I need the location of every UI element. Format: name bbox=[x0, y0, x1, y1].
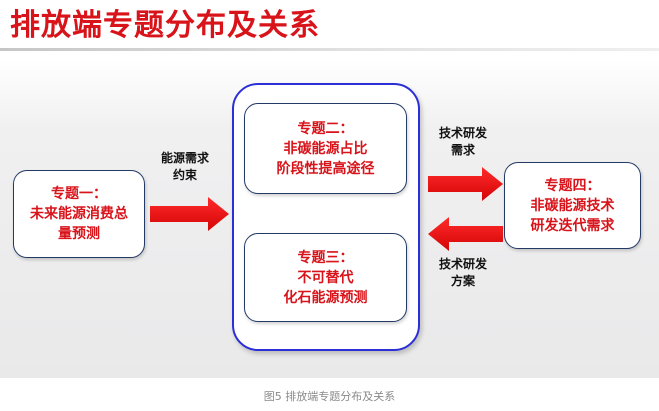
figure-caption: 图5 排放端专题分布及关系 bbox=[263, 390, 396, 403]
topic-2-box: 专题二： 非碳能源占比 阶段性提高途径 bbox=[244, 103, 407, 194]
label-tech-rd-plan-line-1: 技术研发 bbox=[438, 257, 487, 271]
topic-4-box: 专题四： 非碳能源技术 研发迭代需求 bbox=[504, 162, 641, 249]
label-energy-demand-constraint: 能源需求 约束 bbox=[150, 150, 220, 184]
topic-2-heading: 专题二： bbox=[297, 120, 354, 137]
topic-4-text-line-2: 研发迭代需求 bbox=[530, 217, 615, 234]
topic-3-heading: 专题三： bbox=[297, 249, 354, 266]
topic-3-text-line-2: 化石能源预测 bbox=[283, 289, 368, 306]
topic-1-text-line-2: 量预测 bbox=[58, 226, 100, 242]
arrow-right-top bbox=[428, 167, 503, 201]
arrow-right-left bbox=[150, 197, 229, 231]
topic-2-text-line-2: 阶段性提高途径 bbox=[276, 160, 375, 177]
topic-3-box: 专题三： 不可替代 化石能源预测 bbox=[244, 233, 407, 322]
topic-4-heading: 专题四： bbox=[544, 177, 601, 194]
arrow-left-bottom bbox=[428, 217, 503, 251]
title-divider bbox=[0, 48, 659, 51]
slide-title: 排放端专题分布及关系 bbox=[10, 8, 320, 43]
label-tech-rd-demand-line-2: 需求 bbox=[450, 143, 475, 157]
slide-canvas: 排放端专题分布及关系 专题一： 未来能源消费总 量预测 能源需求 约束 专题二：… bbox=[0, 0, 659, 378]
label-energy-demand-line-2: 约束 bbox=[172, 168, 197, 182]
label-energy-demand-line-1: 能源需求 bbox=[160, 151, 209, 165]
topic-1-heading: 专题一： bbox=[51, 186, 107, 202]
label-tech-rd-plan: 技术研发 方案 bbox=[428, 256, 498, 290]
topic-1-text-line-1: 未来能源消费总 bbox=[30, 206, 128, 222]
label-tech-rd-demand-line-1: 技术研发 bbox=[438, 126, 487, 140]
topic-3-text-line-1: 不可替代 bbox=[297, 269, 354, 286]
topic-2-text-line-1: 非碳能源占比 bbox=[283, 140, 368, 157]
topic-4-text-line-1: 非碳能源技术 bbox=[530, 197, 615, 214]
label-tech-rd-plan-line-2: 方案 bbox=[450, 274, 475, 288]
topic-1-box: 专题一： 未来能源消费总 量预测 bbox=[13, 170, 145, 258]
label-tech-rd-demand: 技术研发 需求 bbox=[428, 125, 498, 159]
